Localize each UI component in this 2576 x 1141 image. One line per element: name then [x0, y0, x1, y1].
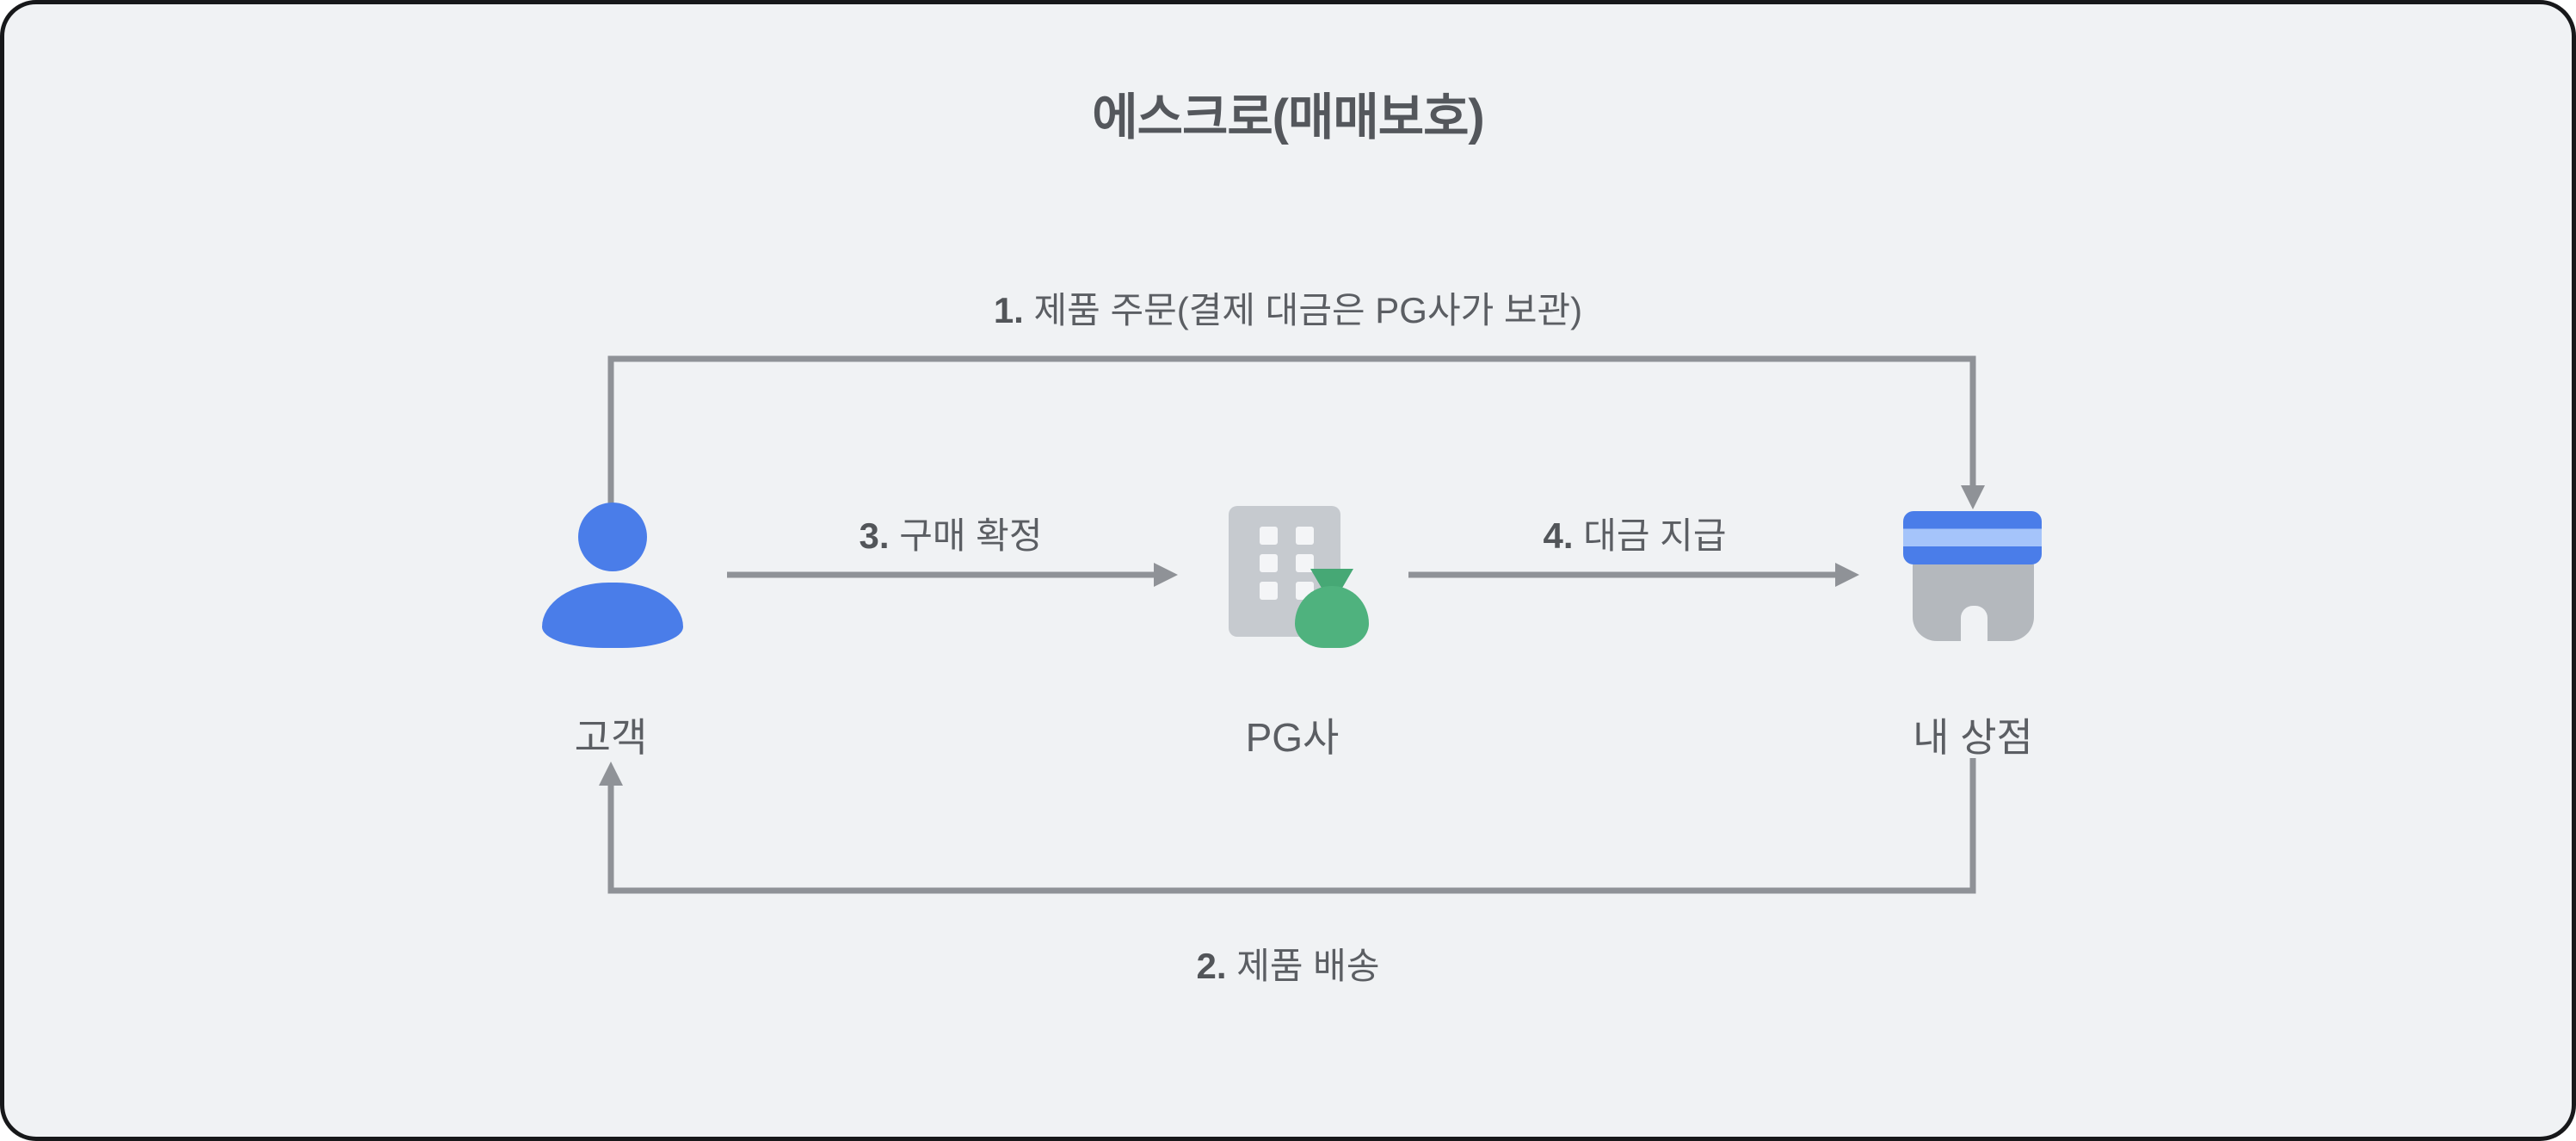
- building-window: [1260, 554, 1278, 572]
- building-window: [1260, 527, 1278, 545]
- flow-arrows: [599, 355, 1985, 894]
- customer-label: 고객: [574, 715, 648, 760]
- arrow-2-line: [607, 758, 1976, 894]
- flow-2-text: 제품 배송: [1236, 946, 1380, 986]
- arrow-2-head: [599, 762, 623, 786]
- flow-label-3: 3. 구매 확정: [736, 507, 1166, 559]
- flow-3-number: 3.: [859, 515, 890, 556]
- flow-label-1: 1. 제품 주문(결제 대금은 PG사가 보관): [4, 281, 2572, 334]
- arrow-3-head: [1154, 563, 1178, 587]
- flow-1-text: 제품 주문(결제 대금은 PG사가 보관): [1033, 290, 1583, 330]
- flow-label-4: 4. 대금 지급: [1420, 507, 1850, 559]
- building-window: [1296, 527, 1314, 545]
- person-icon-body: [542, 583, 683, 648]
- flow-2-number: 2.: [1196, 946, 1227, 986]
- arrow-1-head: [1961, 485, 1985, 509]
- person-icon: [578, 503, 647, 571]
- storefront-icon-awning: [1903, 511, 2042, 564]
- building-window: [1296, 554, 1314, 572]
- flow-4-number: 4.: [1543, 515, 1574, 556]
- storefront-icon-door: [1961, 606, 1987, 642]
- money-bag-icon: [1295, 586, 1369, 648]
- diagram-title: 에스크로(매매보호): [1092, 89, 1485, 145]
- flow-label-2: 2. 제품 배송: [4, 937, 2572, 990]
- arrow-4-head: [1835, 563, 1859, 587]
- building-window: [1260, 582, 1278, 600]
- pg-label: PG사: [1245, 715, 1340, 760]
- arrow-1-line: [607, 355, 1976, 508]
- flow-3-text: 구매 확정: [899, 515, 1043, 556]
- flow-4-text: 대금 지급: [1583, 515, 1727, 556]
- store-label: 내 상점: [1913, 715, 2033, 760]
- flow-1-number: 1.: [993, 290, 1024, 330]
